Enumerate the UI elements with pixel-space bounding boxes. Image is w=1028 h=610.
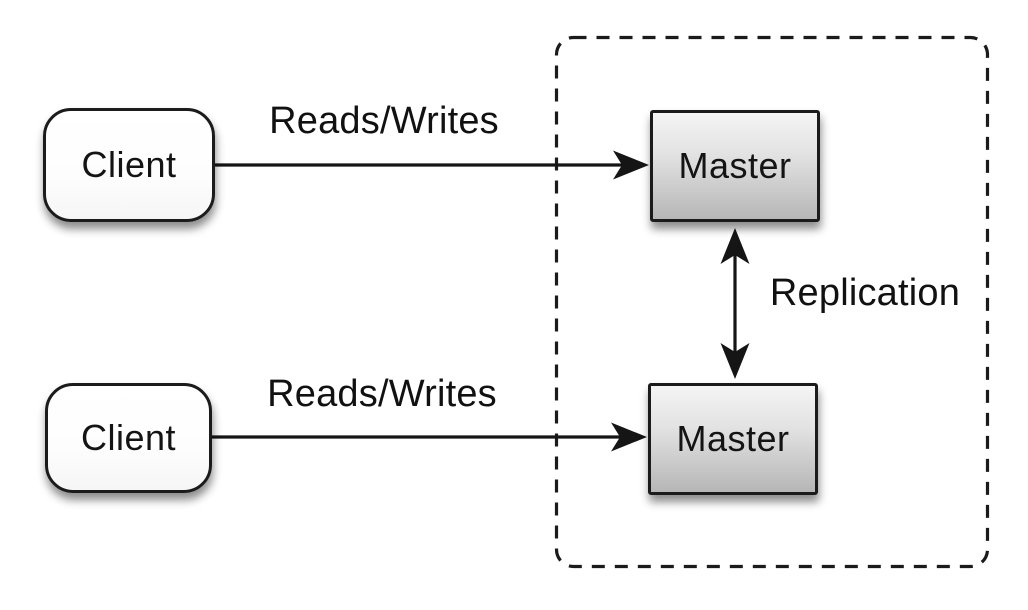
node-client-1-label: Client bbox=[81, 144, 177, 185]
reads-writes-arrow-1 bbox=[215, 150, 649, 180]
edge-label-replication: Replication bbox=[769, 272, 961, 314]
node-client-1: Client bbox=[43, 108, 215, 222]
node-master-2-label: Master bbox=[676, 418, 790, 459]
node-master-2: Master bbox=[648, 383, 818, 495]
node-client-2-label: Client bbox=[80, 417, 177, 458]
reads-writes-arrow-2 bbox=[211, 422, 647, 452]
edge-label-reads-writes-2: Reads/Writes bbox=[267, 373, 497, 415]
node-master-1: Master bbox=[650, 110, 820, 222]
node-client-2: Client bbox=[45, 383, 212, 493]
node-master-1-label: Master bbox=[678, 145, 792, 186]
edge-label-reads-writes-1: Reads/Writes bbox=[269, 100, 499, 142]
